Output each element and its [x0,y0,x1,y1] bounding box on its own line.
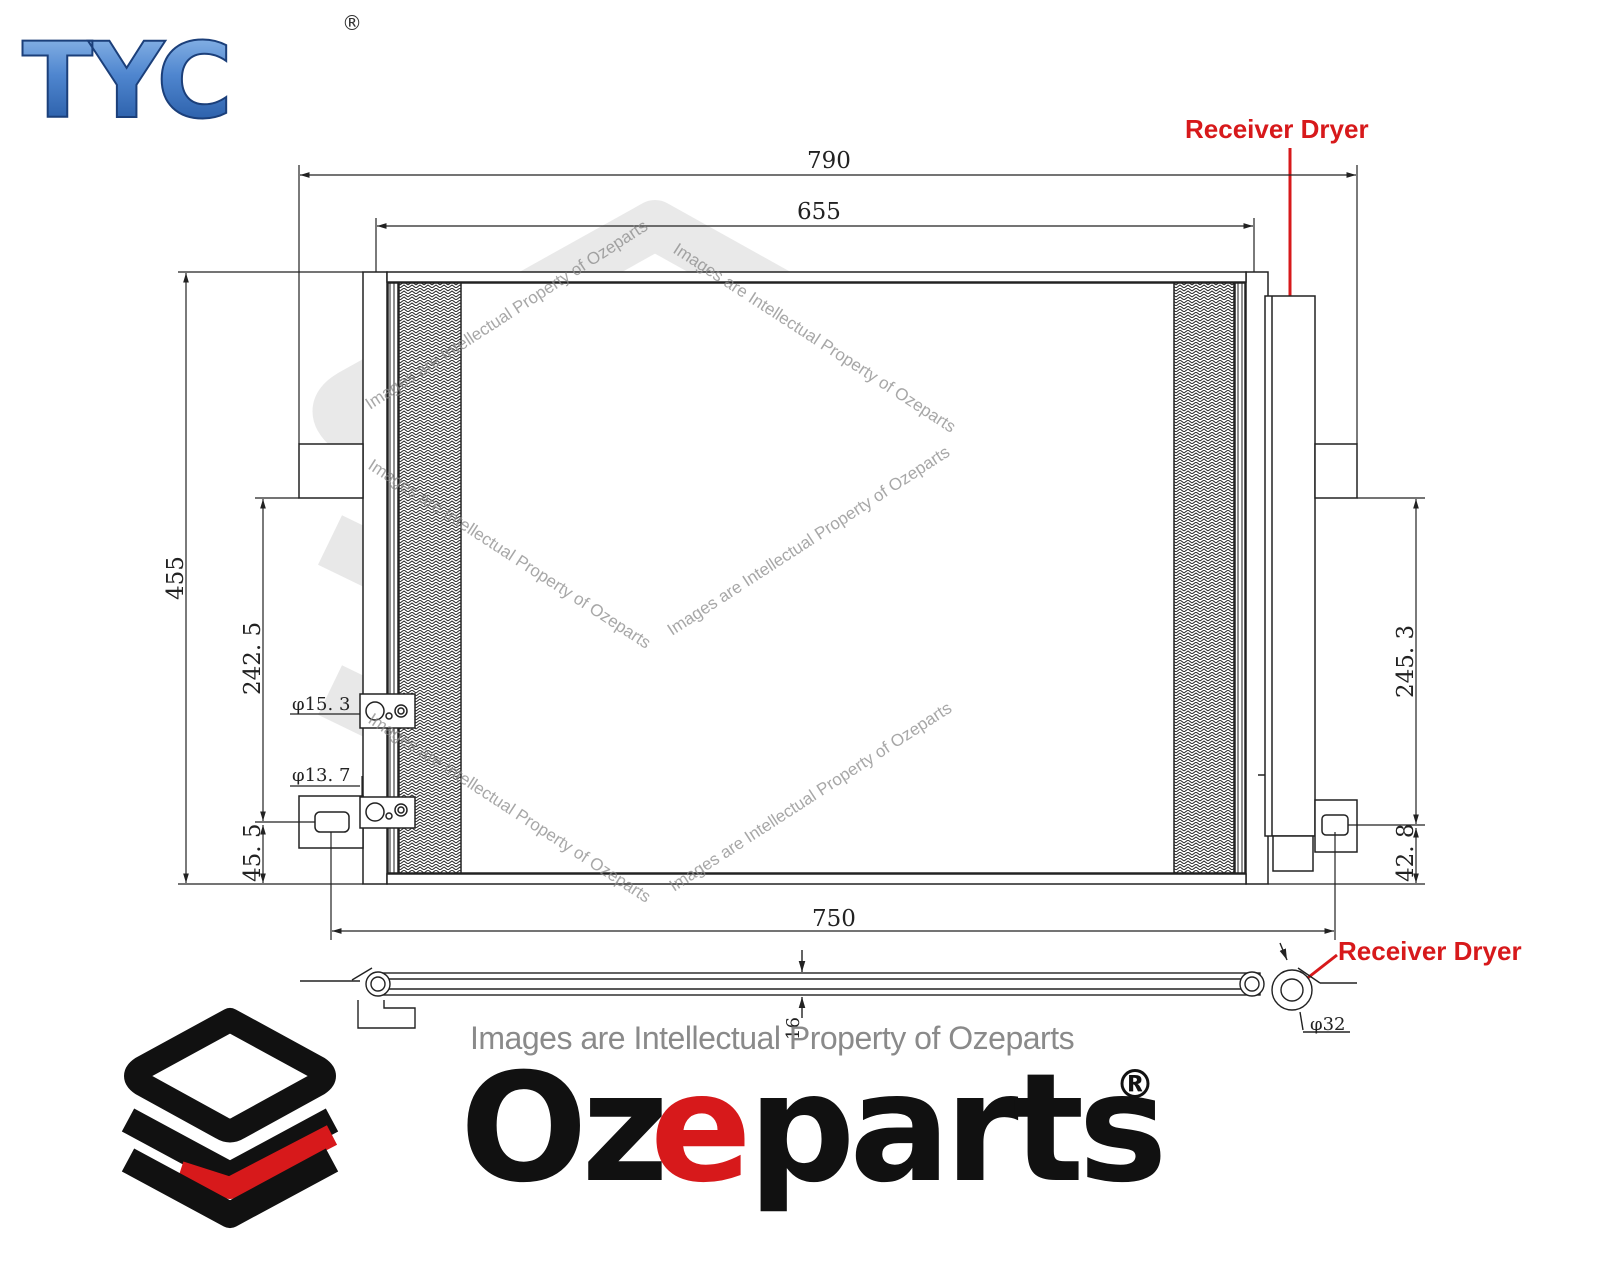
dimension-lines [178,165,1425,940]
dim-right-bottom-offset: 42. 8 [1393,823,1419,882]
dim-pipe-lower-dia: φ13. 7 [292,765,350,786]
dim-right-mount-height: 245. 3 [1393,625,1419,698]
ozeparts-logo-mark [121,1008,339,1228]
dim-left-mount-height: 242. 5 [240,622,266,695]
ozeparts-text-e: e [650,1042,746,1216]
ozeparts-text-oz: Oz [460,1042,663,1216]
condenser-top-view [300,942,1357,1033]
ozeparts-wordmark: Oz e parts ® [460,1042,1168,1216]
dim-left-bottom-offset: 45. 5 [240,823,266,882]
dim-dryer-dia: φ32 [1310,1014,1346,1035]
receiver-dryer-label-side: Receiver Dryer [1338,936,1522,966]
dim-core-width: 655 [797,199,841,225]
ip-tagline: Images are Intellectual Property of Ozep… [470,1020,1074,1056]
ozeparts-registered-mark: ® [1115,1062,1155,1108]
receiver-dryer-label-top: Receiver Dryer [1185,114,1369,144]
dim-mount-spacing: 750 [812,906,856,932]
ozeparts-text-parts: parts [748,1042,1162,1216]
dim-pipe-upper-dia: φ15. 3 [292,694,350,715]
tyc-logo-text: TYC [22,20,229,142]
tyc-logo: TYC ® [21,11,362,143]
tyc-registered-mark: ® [342,11,362,35]
dim-overall-width: 790 [807,148,851,174]
dim-height: 455 [163,556,189,600]
dim-thickness: 16 [783,1017,804,1040]
condenser-front-view [298,271,1358,885]
